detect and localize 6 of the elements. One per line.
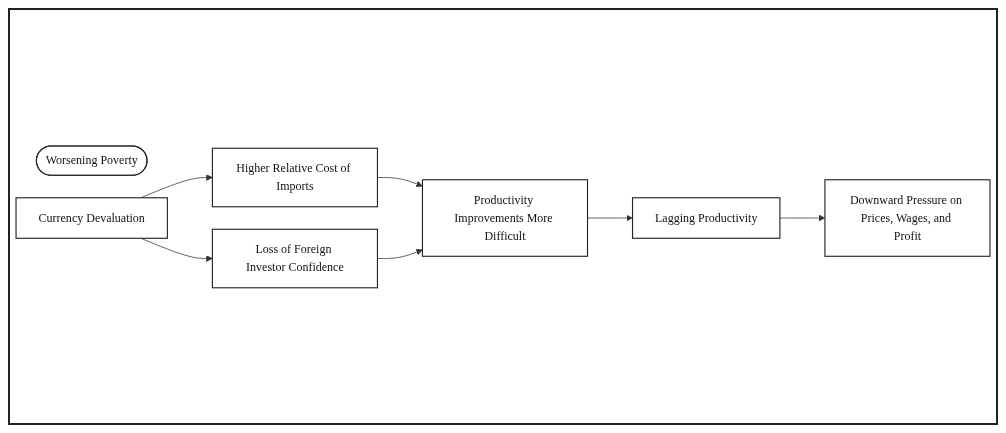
node-box: Productivity Improvements More Difficult — [421, 178, 589, 257]
node-box: Lagging Productivity — [631, 196, 781, 239]
node-box: Currency Devaluation — [15, 196, 168, 239]
node-box: Downward Pressure on Prices, Wages, and Profit — [824, 178, 991, 257]
node-box: Loss of Foreign Investor Confidence — [211, 228, 378, 288]
node-box: Higher Relative Cost of Imports — [211, 147, 378, 207]
